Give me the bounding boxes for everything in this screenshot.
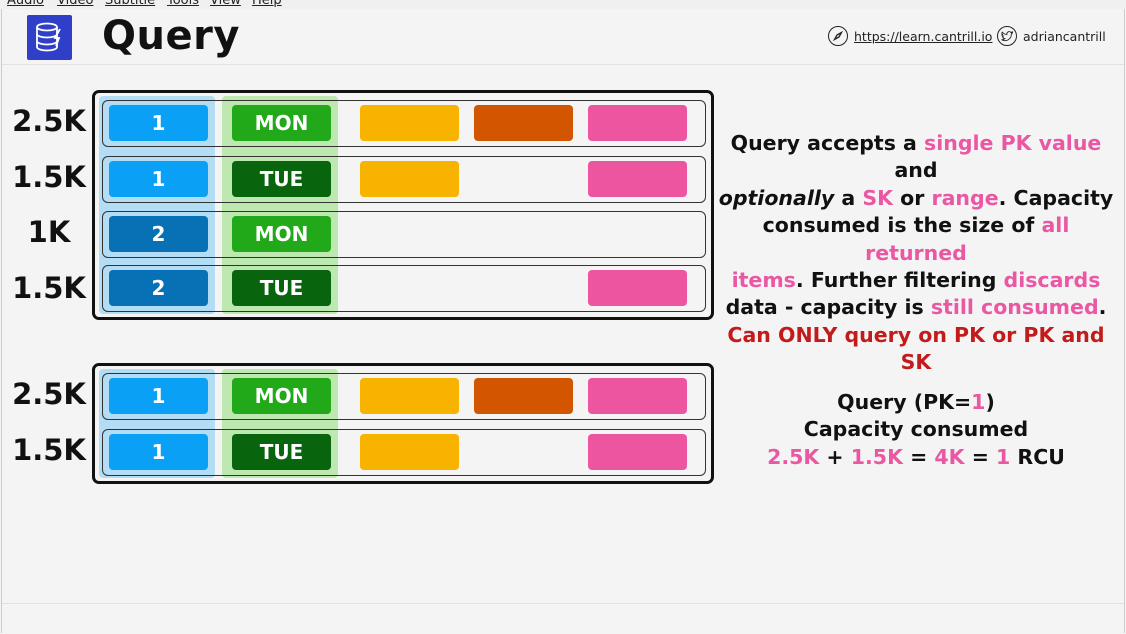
- sk-attribute: MON: [232, 216, 331, 252]
- attribute-pink: [588, 105, 687, 141]
- attribute-pink: [588, 378, 687, 414]
- sk-attribute: MON: [232, 105, 331, 141]
- item-size-label: 2.5K: [12, 377, 86, 411]
- table-row: 1 TUE: [102, 429, 706, 476]
- menu-tools[interactable]: Tools: [167, 0, 200, 8]
- item-size-label: 1.5K: [12, 160, 86, 194]
- twitter-handle[interactable]: adriancantrill: [1023, 28, 1106, 44]
- menu-bar: Audio Video Subtitle Tools View Help: [0, 0, 1126, 9]
- menu-video[interactable]: Video: [57, 0, 94, 8]
- dynamodb-icon: [27, 15, 72, 60]
- menu-view[interactable]: View: [210, 0, 241, 8]
- pk-attribute: 2: [109, 216, 208, 252]
- table-row: 2 TUE: [102, 265, 706, 312]
- page-title: Query: [102, 13, 240, 59]
- item-size-label: 1.5K: [12, 433, 86, 467]
- slide: Query https://learn.cantrill.io adrianca…: [1, 9, 1125, 633]
- pk-attribute: 1: [109, 434, 208, 470]
- attribute-pink: [588, 270, 687, 306]
- twitter-link[interactable]: adriancantrill: [997, 26, 1106, 46]
- table-row: 2 MON: [102, 211, 706, 258]
- query-description: Query accepts a single PK value and opti…: [718, 130, 1114, 377]
- attribute-orange: [474, 378, 573, 414]
- attribute-orange: [474, 105, 573, 141]
- attribute-yellow: [360, 434, 459, 470]
- pk-attribute: 1: [109, 378, 208, 414]
- table-row: 1 MON: [102, 373, 706, 420]
- query-restriction-note: Can ONLY query on PK or PK and SK: [727, 322, 1105, 375]
- sk-attribute: TUE: [232, 434, 331, 470]
- twitter-icon: [997, 26, 1017, 46]
- website-url[interactable]: https://learn.cantrill.io: [854, 28, 993, 44]
- attribute-yellow: [360, 105, 459, 141]
- sk-attribute: MON: [232, 378, 331, 414]
- pk-attribute: 2: [109, 270, 208, 306]
- item-size-label: 2.5K: [12, 104, 86, 138]
- attribute-pink: [588, 434, 687, 470]
- website-link[interactable]: https://learn.cantrill.io: [828, 26, 992, 46]
- sk-attribute: TUE: [232, 270, 331, 306]
- compass-icon: [828, 26, 848, 46]
- sk-attribute: TUE: [232, 161, 331, 197]
- attribute-pink: [588, 161, 687, 197]
- item-size-label: 1K: [27, 215, 71, 249]
- table-row: 1 MON: [102, 100, 706, 147]
- table-row: 1 TUE: [102, 156, 706, 203]
- query-result-table: 1 MON 1 TUE: [92, 363, 714, 484]
- menu-audio[interactable]: Audio: [7, 0, 44, 8]
- attribute-yellow: [360, 161, 459, 197]
- dynamodb-table-full: 1 MON 1 TUE 2 MON 2 TUE: [92, 90, 714, 320]
- item-size-label: 1.5K: [12, 271, 86, 305]
- footer-divider: [2, 603, 1124, 604]
- slide-header: Query https://learn.cantrill.io adrianca…: [2, 9, 1124, 65]
- attribute-yellow: [360, 378, 459, 414]
- capacity-calculation: Query (PK=1) Capacity consumed 2.5K + 1.…: [767, 390, 1065, 469]
- pk-attribute: 1: [109, 161, 208, 197]
- pk-attribute: 1: [109, 105, 208, 141]
- menu-help[interactable]: Help: [252, 0, 282, 8]
- menu-subtitle[interactable]: Subtitle: [105, 0, 156, 8]
